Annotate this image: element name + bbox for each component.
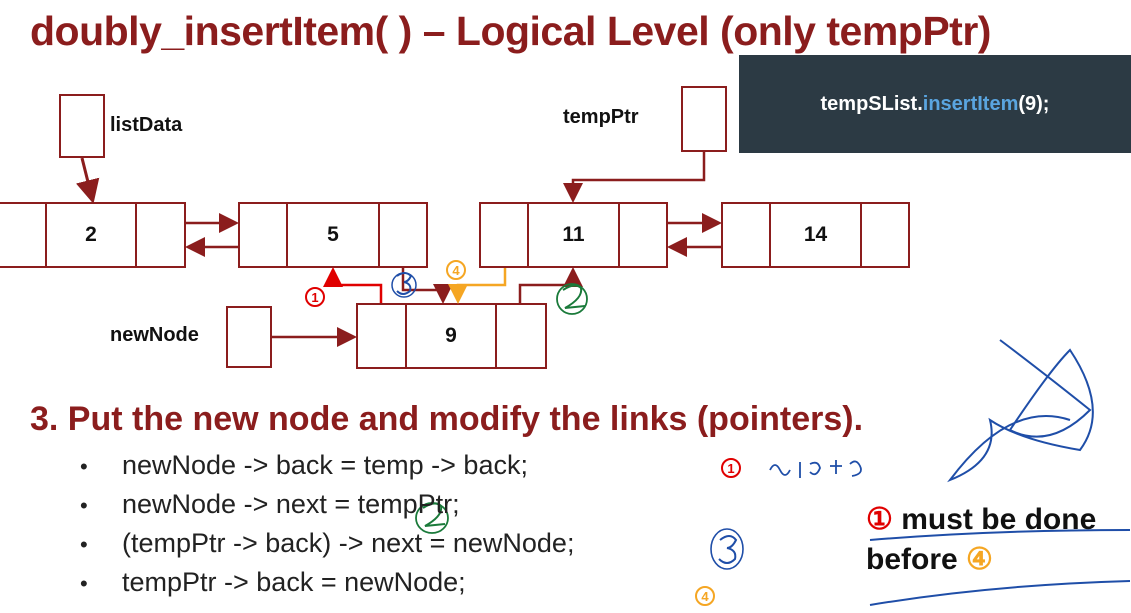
listdata-arrow — [75, 157, 100, 204]
node-2-next-cell — [135, 202, 186, 268]
code-snippet: tempSList.insertItem(9); — [739, 55, 1131, 153]
listdata-label: listData — [110, 114, 183, 136]
statement-list: •newNode -> back = temp -> back; •newNod… — [80, 446, 574, 602]
handwritten-circle-statement-3 — [710, 528, 744, 570]
statement-item: •tempPtr -> back = newNode; — [80, 567, 466, 597]
code-method: insertItem — [922, 92, 1019, 115]
handwritten-circle-statement-2 — [415, 502, 449, 534]
handwritten-blue-strike — [869, 529, 1131, 541]
statement-item: •newNode -> back = temp -> back; — [80, 450, 528, 480]
node-14-back-cell — [721, 202, 771, 268]
tempptr-pointer-box — [681, 86, 727, 152]
note-marker-4: ④ — [966, 543, 993, 576]
node-5-value-cell: 5 — [286, 202, 380, 268]
statement-text: (tempPtr -> back) -> next = newNode; — [122, 528, 575, 558]
section-heading: 3. Put the new node and modify the links… — [30, 400, 864, 438]
step2-arrow — [518, 267, 583, 303]
statement-item: •(tempPtr -> back) -> next = newNode; — [80, 528, 575, 558]
note-marker-1: ① — [866, 503, 893, 536]
newnode-label: newNode — [110, 324, 199, 346]
step4-arrow — [448, 268, 507, 304]
svg-text:4: 4 — [701, 589, 709, 604]
step1-marker-statement: 1 — [721, 458, 741, 478]
note-line2: before — [866, 543, 958, 576]
node-11-back-cell — [479, 202, 529, 268]
handwritten-circle-2-diagram — [556, 283, 588, 315]
svg-text:1: 1 — [727, 461, 734, 476]
node-11-next-cell — [618, 202, 668, 268]
step4-marker-statement: 4 — [695, 586, 715, 606]
code-args: (9); — [1018, 92, 1050, 115]
handwritten-korean-scribble — [769, 460, 862, 478]
node-14-next-cell — [860, 202, 910, 268]
node-5-next-cell — [378, 202, 428, 268]
svg-text:4: 4 — [452, 263, 460, 278]
node-5-back-cell — [238, 202, 288, 268]
statement-item: •newNode -> next = tempPtr; — [80, 489, 460, 519]
code-object: tempSList. — [820, 92, 923, 115]
handwritten-3-statement — [718, 535, 738, 564]
step3-arrow — [401, 268, 453, 304]
svg-text:1: 1 — [311, 290, 318, 305]
new-node-value-cell: 9 — [405, 303, 497, 369]
note-line1: must be done — [901, 503, 1097, 536]
new-node-next-cell — [495, 303, 547, 369]
statement-text: newNode -> next = tempPtr; — [122, 489, 460, 519]
handwritten-blue-scribble — [947, 339, 1094, 483]
statement-text: newNode -> back = temp -> back; — [122, 450, 528, 480]
newnode-pointer-box — [226, 306, 272, 368]
listdata-pointer-box — [59, 94, 105, 158]
handwritten-blue-underline — [869, 580, 1131, 606]
tempptr-label: tempPtr — [563, 106, 639, 128]
statement-text: tempPtr -> back = newNode; — [122, 567, 466, 597]
step1-arrow — [323, 267, 383, 303]
ordering-note: ① must be done before ④ — [866, 500, 1096, 580]
step4-marker-diagram: 4 — [446, 260, 466, 280]
slide-title: doubly_insertItem( ) – Logical Level (on… — [30, 8, 991, 54]
handwritten-circle-diagram — [391, 272, 417, 298]
handwritten-2-diagram — [562, 284, 586, 309]
step1-marker-diagram: 1 — [305, 287, 325, 307]
tempptr-arrow — [563, 152, 706, 203]
